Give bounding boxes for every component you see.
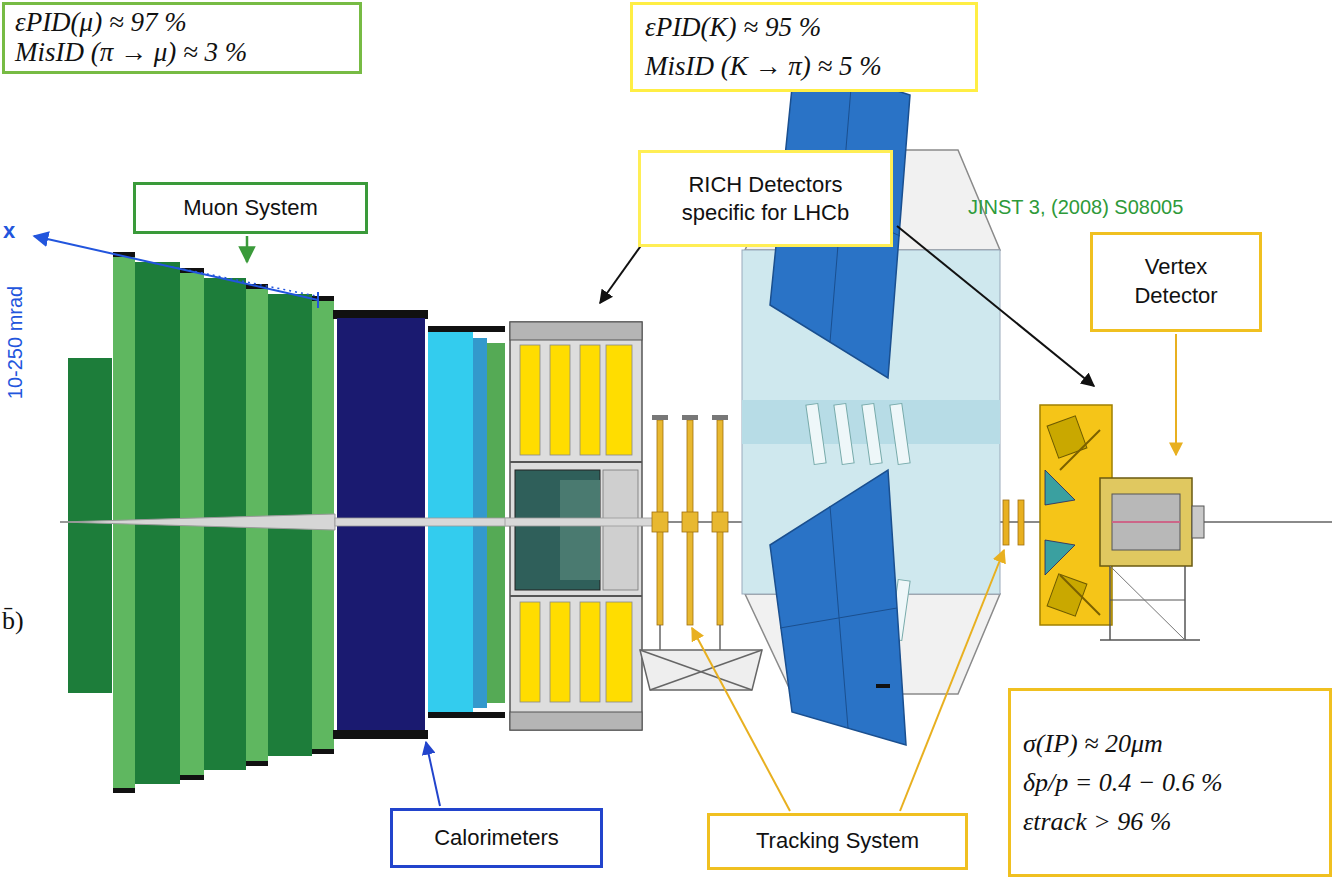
rich2-detector — [510, 595, 642, 597]
tracking-station — [652, 512, 668, 532]
pid-stats-box: εPID(μ) ≈ 97 %MisID (π → μ) ≈ 3 % — [2, 2, 362, 74]
node-text: εtrack > 96 % — [1023, 802, 1171, 841]
leader-arrow — [34, 226, 1176, 811]
muon-station — [68, 358, 112, 693]
velo-tank — [1112, 521, 1180, 523]
muon-station — [312, 749, 334, 754]
tt-station — [1003, 500, 1009, 545]
velo-tank — [1192, 506, 1204, 538]
reference-note: JINST 3, (2008) S08005 — [968, 196, 1183, 219]
calorimeter — [428, 326, 505, 332]
tracking-station — [712, 415, 728, 420]
calorimeter — [333, 730, 428, 739]
tt-station — [1018, 500, 1024, 545]
support-stand — [659, 625, 661, 650]
rich2-detector — [520, 345, 540, 455]
rich1-detector — [1045, 470, 1075, 505]
leader-arrow — [900, 550, 1004, 811]
velo-tank — [1184, 566, 1186, 640]
tracking-label-box: Tracking System — [707, 813, 968, 870]
leader-arrow — [246, 236, 249, 262]
rich1-detector — [1060, 575, 1100, 615]
vertex-label-box: Vertex Detector — [1090, 232, 1262, 332]
cut-fragment: b̄) — [2, 606, 24, 636]
rich1-detector — [1047, 416, 1087, 458]
tt-station — [1003, 500, 1024, 545]
velo-tank — [1112, 494, 1180, 550]
beam-pipe — [60, 514, 335, 530]
node-text: Muon System — [183, 195, 318, 221]
leader-arrow — [897, 226, 1094, 386]
node-text: εPID(μ) ≈ 97 % — [15, 8, 187, 38]
support-stand — [640, 650, 752, 690]
calorimeter — [333, 310, 428, 319]
tracking-station — [712, 512, 728, 532]
rich2-detector — [580, 345, 600, 455]
leader-arrow — [426, 742, 440, 806]
pid-stats-box: εPID(K) ≈ 95 %MisID (K → π) ≈ 5 % — [630, 2, 978, 92]
leader-arrow — [34, 236, 318, 300]
support-stand — [719, 625, 721, 650]
muon-station — [180, 775, 204, 780]
dipole-magnet — [806, 403, 826, 464]
node-text: δp/p = 0.4 − 0.6 % — [1023, 763, 1223, 802]
node-text: Vertex Detector — [1119, 253, 1233, 310]
rich2-detector — [505, 518, 655, 526]
rich2-detector — [603, 470, 638, 590]
dipole-magnet — [890, 403, 910, 464]
dipole-magnet — [834, 403, 854, 464]
node-text: MisID (π → μ) ≈ 3 % — [15, 38, 247, 68]
leader-arrow — [692, 628, 790, 811]
rich1-detector — [1045, 540, 1075, 575]
rich2-detector — [580, 602, 600, 702]
velo-tank — [1110, 566, 1185, 640]
leader-arrow — [317, 292, 319, 308]
rich2-detector — [606, 602, 632, 702]
tracking-station — [682, 415, 698, 420]
tracking-station — [652, 415, 668, 420]
node-text: MisID (K → π) ≈ 5 % — [645, 47, 882, 86]
calorimeter — [333, 310, 510, 739]
calorimeter — [335, 518, 510, 526]
node-text: Calorimeters — [434, 825, 559, 851]
performance-box: σ(IP) ≈ 20μmδp/p = 0.4 − 0.6 %εtrack > 9… — [1008, 688, 1332, 877]
muon-station — [113, 788, 135, 793]
leader-arrow — [1175, 334, 1177, 455]
dipole-magnet — [876, 684, 890, 688]
rich2-detector — [510, 322, 642, 340]
rich2-detector — [510, 712, 642, 730]
rich2-detector — [520, 602, 540, 702]
node-text: σ(IP) ≈ 20μm — [1023, 724, 1163, 763]
rich-label-box: RICH Detectors specific for LHCb — [638, 150, 893, 247]
tracking-station — [682, 512, 698, 532]
calorimeter — [428, 712, 505, 718]
tracking-station — [652, 415, 728, 625]
velo-tank — [1100, 478, 1192, 566]
dipole-magnet — [862, 403, 882, 464]
rich2-detector — [550, 345, 570, 455]
rich2-detector — [550, 602, 570, 702]
velo-tank — [1110, 600, 1185, 601]
support-stand — [640, 650, 762, 690]
cut-fragment: x — [3, 218, 15, 243]
rich2-detector — [606, 345, 632, 455]
velo-tank — [1109, 566, 1111, 640]
node-text: εPID(K) ≈ 95 % — [645, 8, 821, 47]
support-stand — [640, 625, 762, 690]
rich2-detector — [505, 322, 655, 730]
muon-label-box: Muon System — [133, 182, 368, 234]
rich2-detector — [510, 461, 642, 463]
node-text: Tracking System — [756, 828, 919, 854]
rich2-detector — [560, 480, 600, 580]
rich2-detector — [515, 470, 600, 590]
dipole-magnet — [770, 470, 906, 745]
node-text: RICH Detectors specific for LHCb — [666, 171, 865, 226]
velo-tank — [1100, 478, 1204, 640]
calorimeter-label-box: Calorimeters — [390, 808, 603, 868]
rich1-detector — [1060, 430, 1100, 470]
angle-label: 10-250 mrad — [5, 285, 28, 398]
dipole-magnet — [780, 608, 897, 628]
muon-station — [246, 761, 268, 766]
